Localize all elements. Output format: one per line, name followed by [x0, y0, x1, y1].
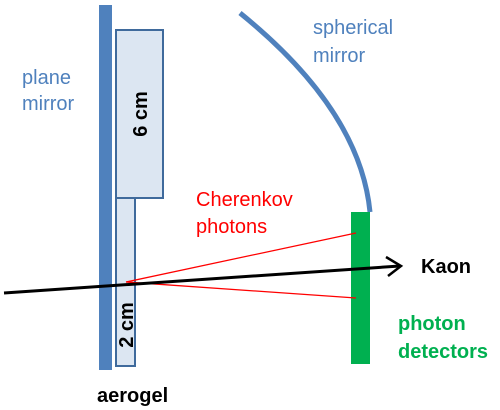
spherical-mirror-label-line2: mirror: [313, 45, 366, 67]
plane-mirror-label-line2: mirror: [22, 93, 75, 115]
spherical-mirror-label-line1: spherical: [313, 17, 393, 39]
photon-detectors-label-line2: detectors: [398, 341, 488, 363]
cherenkov-ray-lower: [125, 281, 357, 299]
kaon-arrowhead: [385, 255, 404, 277]
aerogel-label: aerogel: [97, 385, 168, 407]
photon-detectors: [351, 212, 370, 364]
kaon-label: Kaon: [421, 256, 471, 278]
kaon-track: [3, 264, 401, 295]
dimension-6cm-label: 6 cm: [130, 91, 152, 137]
cherenkov-photons-label-line2: photons: [196, 216, 267, 238]
cherenkov-photons-label-line1: Cherenkov: [196, 189, 293, 211]
spherical-mirror: [238, 11, 373, 213]
plane-mirror: [99, 5, 112, 370]
dimension-2cm-label: 2 cm: [116, 302, 138, 348]
plane-mirror-label-line1: plane: [22, 67, 71, 89]
aerogel-box-upper: [115, 29, 164, 199]
photon-detectors-label-line1: photon: [398, 313, 466, 335]
cherenkov-ray-upper: [125, 232, 357, 283]
